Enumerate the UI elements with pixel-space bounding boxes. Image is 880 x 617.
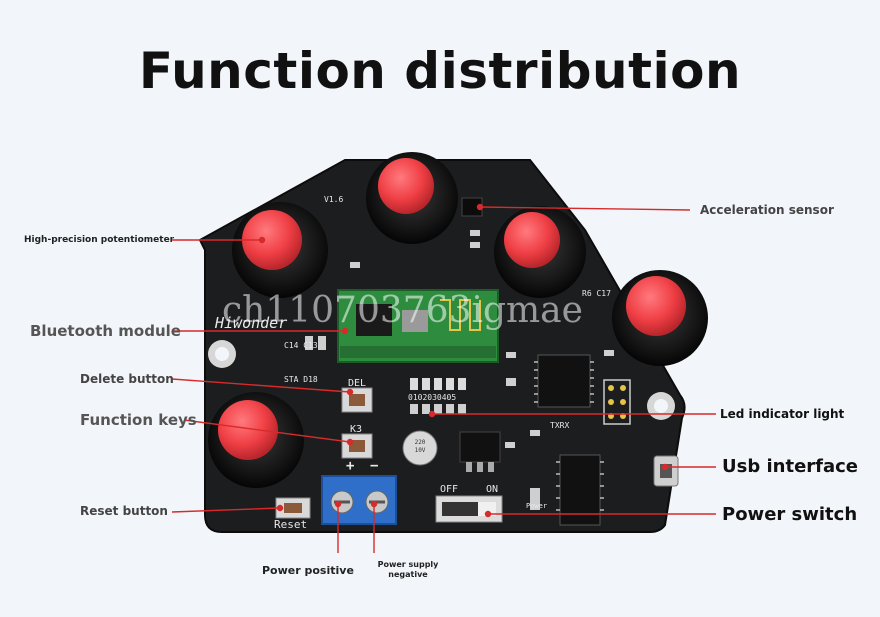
label-power-negative: Power supply negative xyxy=(370,560,446,580)
potentiometer-knob-1[interactable] xyxy=(232,202,328,298)
electrolytic-capacitor: 220 10V xyxy=(402,430,438,466)
potentiometer-knob-3[interactable] xyxy=(494,206,586,298)
potentiometer-knob-5[interactable] xyxy=(208,392,304,488)
potentiometer-knob-4[interactable] xyxy=(612,270,708,366)
watermark-text: ch110703763igmae xyxy=(222,290,583,331)
label-power-positive: Power positive xyxy=(262,564,354,577)
silk-del: DEL xyxy=(348,378,366,389)
silk-sta: STA D18 xyxy=(284,375,318,384)
usb-port[interactable] xyxy=(653,455,679,487)
delete-button[interactable] xyxy=(341,387,373,413)
label-led-indicator: Led indicator light xyxy=(720,407,845,421)
label-reset-button: Reset button xyxy=(80,504,168,518)
silk-plus: + xyxy=(346,458,354,474)
led-silk-labels: 0102030405 xyxy=(408,393,456,402)
mcu-chip xyxy=(534,354,594,408)
label-acceleration-sensor: Acceleration sensor xyxy=(700,203,834,217)
label-power-negative-line2: negative xyxy=(388,570,428,579)
label-bluetooth-module: Bluetooth module xyxy=(30,322,181,340)
silk-version: V1.6 xyxy=(324,195,343,204)
page-title: Function distribution xyxy=(138,42,742,100)
potentiometer-knob-2[interactable] xyxy=(366,152,458,244)
silk-k3: K3 xyxy=(350,424,362,435)
silk-off: OFF xyxy=(440,484,458,495)
silk-brand: Hiwonder xyxy=(214,314,287,332)
label-potentiometer: High-precision potentiometer xyxy=(24,235,175,245)
silk-power: Power xyxy=(526,502,547,510)
silk-on: ON xyxy=(486,484,498,495)
silk-r6c17: R6 C17 xyxy=(582,289,611,298)
voltage-regulator xyxy=(459,431,501,472)
label-delete-button: Delete button xyxy=(80,372,174,386)
silk-c14c13: C14 C13 xyxy=(284,341,318,350)
label-function-keys: Function keys xyxy=(80,411,197,429)
label-power-switch: Power switch xyxy=(722,504,858,525)
pointer-lines xyxy=(171,203,716,553)
mounting-hole-left xyxy=(208,340,236,368)
power-switch[interactable] xyxy=(435,495,503,523)
power-terminal-block xyxy=(321,475,397,525)
silk-minus: − xyxy=(370,458,378,474)
svg-text:10V: 10V xyxy=(415,447,426,454)
smd-components xyxy=(305,230,614,510)
bluetooth-module xyxy=(337,289,499,363)
silk-reset: Reset xyxy=(274,518,307,531)
led-indicator-row xyxy=(410,378,466,414)
label-power-negative-line1: Power supply xyxy=(377,560,439,569)
svg-text:220: 220 xyxy=(415,439,426,446)
function-key-k3[interactable] xyxy=(341,433,373,459)
label-usb-interface: Usb interface xyxy=(722,456,859,477)
silk-txrx: TXRX xyxy=(550,421,569,430)
mounting-hole-right xyxy=(647,392,675,420)
